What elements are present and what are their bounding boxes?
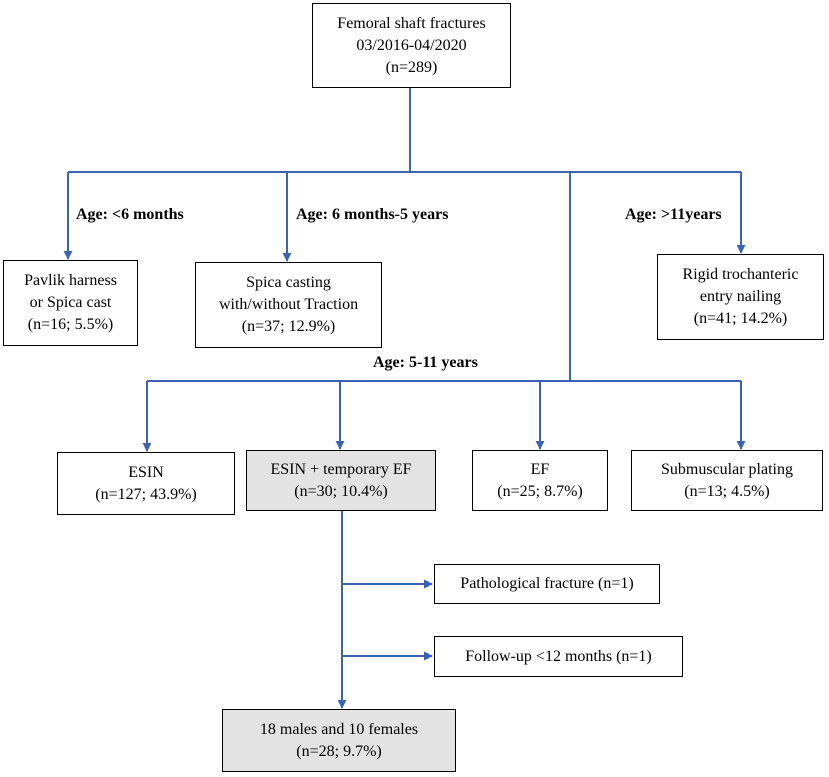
rigid-line-3: (n=41; 14.2%) <box>693 310 788 327</box>
esin-line-1: ESIN <box>128 463 164 481</box>
age-label-6m-5y: Age: 6 months-5 years <box>296 206 449 223</box>
esin-ef-line-2: (n=30; 10.4%) <box>294 482 388 500</box>
ef-line-1: EF <box>530 460 550 478</box>
rigid-nailing-box: Rigid trochanteric entry nailing (n=41; … <box>657 254 824 340</box>
final-line-1: 18 males and 10 females <box>259 720 419 738</box>
final-line-2: (n=28; 9.7%) <box>296 742 382 760</box>
pavlik-line-1: Pavlik harness <box>24 272 117 289</box>
age-label-over-11: Age: >11years <box>625 206 722 223</box>
age-label-under-6-months: Age: <6 months <box>76 206 184 223</box>
rigid-line-2: entry nailing <box>699 288 782 305</box>
esin-ef-box: ESIN + temporary EF (n=30; 10.4%) <box>246 450 436 511</box>
ef-box: EF (n=25; 8.7%) <box>472 450 608 511</box>
esin-line-2: (n=127; 43.9%) <box>95 485 197 503</box>
exclusion-followup-box: Follow-up <12 months (n=1) <box>434 636 683 677</box>
pavlik-line-2: or Spica cast <box>29 294 112 311</box>
plating-box: Submuscular plating (n=13; 4.5%) <box>631 450 823 511</box>
root-line-2: 03/2016-04/2020 <box>356 36 467 54</box>
esin-ef-line-1: ESIN + temporary EF <box>270 460 412 478</box>
plating-line-1: Submuscular plating <box>661 460 793 478</box>
spica-line-2: with/without Traction <box>218 296 359 313</box>
pavlik-line-3: (n=16; 5.5%) <box>27 316 114 333</box>
exclusion-pathological-box: Pathological fracture (n=1) <box>434 564 660 604</box>
pavlik-box: Pavlik harness or Spica cast (n=16; 5.5%… <box>3 260 138 346</box>
spica-line-3: (n=37; 12.9%) <box>241 318 336 335</box>
exclusion1-line-1: Pathological fracture (n=1) <box>460 575 634 592</box>
esin-box: ESIN (n=127; 43.9%) <box>57 452 235 515</box>
spica-line-1: Spica casting <box>246 274 331 291</box>
rigid-line-1: Rigid trochanteric <box>682 266 799 283</box>
final-cohort-box: 18 males and 10 females (n=28; 9.7%) <box>222 709 456 772</box>
root-line-3: (n=289) <box>385 58 438 76</box>
ef-line-2: (n=25; 8.7%) <box>497 482 583 500</box>
spica-box: Spica casting with/without Traction (n=3… <box>195 262 382 348</box>
plating-line-2: (n=13; 4.5%) <box>684 482 770 500</box>
exclusion2-line-1: Follow-up <12 months (n=1) <box>465 647 652 665</box>
age-label-5-11: Age: 5-11 years <box>373 354 478 371</box>
root-line-1: Femoral shaft fractures <box>337 14 486 32</box>
root-box: Femoral shaft fractures 03/2016-04/2020 … <box>312 3 511 88</box>
